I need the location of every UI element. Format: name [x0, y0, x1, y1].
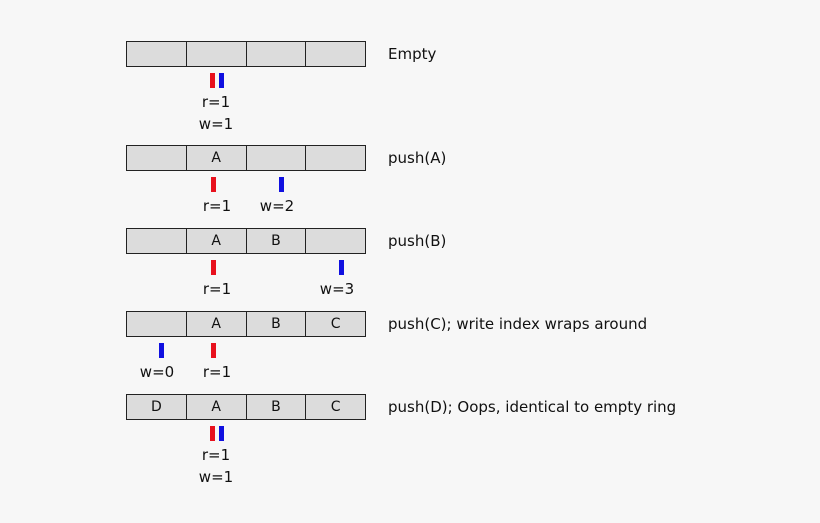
ring-slot-2: [247, 146, 307, 170]
state-caption: push(D); Oops, identical to empty ring: [388, 398, 677, 416]
ring-slot-3: [306, 42, 365, 66]
ring-slot-2: [247, 42, 307, 66]
state-caption: push(A): [388, 149, 447, 167]
read-pointer-marker: [211, 177, 216, 192]
read-index-label: r=1: [202, 197, 232, 215]
write-pointer-marker: [279, 177, 284, 192]
write-index-label: w=2: [259, 197, 295, 215]
ring-slot-0: [127, 146, 187, 170]
read-pointer-marker: [210, 73, 215, 88]
ring-slot-1: A: [187, 312, 247, 336]
ring-slot-2: B: [247, 229, 307, 253]
write-pointer-marker: [219, 426, 224, 441]
ring-slot-3: [306, 229, 365, 253]
ring-slot-2: B: [247, 312, 307, 336]
ring-state-push-d: D A B C push(D); Oops, identical to empt…: [0, 394, 820, 486]
ring-buffer: A: [126, 145, 366, 171]
ring-slot-3: C: [330, 399, 341, 415]
write-pointer-marker: [219, 73, 224, 88]
ring-slot-0: D: [127, 395, 187, 419]
read-index-label: r=1: [202, 280, 232, 298]
read-index-label: r=1: [201, 446, 231, 464]
ring-buffer: [126, 41, 366, 67]
state-caption: push(C); write index wraps around: [388, 315, 648, 333]
ring-slot-3: [306, 146, 365, 170]
state-caption: push(B): [388, 232, 447, 250]
ring-slot-1: A: [187, 229, 247, 253]
write-pointer-marker: [339, 260, 344, 275]
ring-buffer: A B C: [126, 311, 366, 337]
write-pointer-marker: [159, 343, 164, 358]
ring-state-push-c: A B C push(C); write index wraps around …: [0, 311, 820, 401]
read-pointer-marker: [211, 343, 216, 358]
write-index-label: w=1: [198, 468, 234, 486]
ring-state-push-b: A B push(B) r=1 w=3: [0, 228, 820, 318]
write-index-label: w=0: [139, 363, 175, 381]
ring-state-empty: Empty r=1 w=1: [0, 41, 820, 133]
ring-slot-1: A: [187, 395, 247, 419]
ring-buffer: A B: [126, 228, 366, 254]
write-index-label: w=3: [319, 280, 355, 298]
ring-slot-0: [127, 229, 187, 253]
ring-slot-2: B: [247, 395, 307, 419]
ring-state-push-a: A push(A) r=1 w=2: [0, 145, 820, 235]
ring-slot-1: [187, 42, 247, 66]
read-index-label: r=1: [201, 93, 231, 111]
ring-slot-3: C: [330, 316, 341, 332]
ring-buffer: D A B C: [126, 394, 366, 420]
read-pointer-marker: [210, 426, 215, 441]
ring-slot-0: [127, 312, 187, 336]
read-pointer-marker: [211, 260, 216, 275]
ring-slot-1: A: [187, 146, 247, 170]
write-index-label: w=1: [198, 115, 234, 133]
read-index-label: r=1: [202, 363, 232, 381]
ring-slot-0: [127, 42, 187, 66]
state-caption: Empty: [388, 45, 437, 63]
